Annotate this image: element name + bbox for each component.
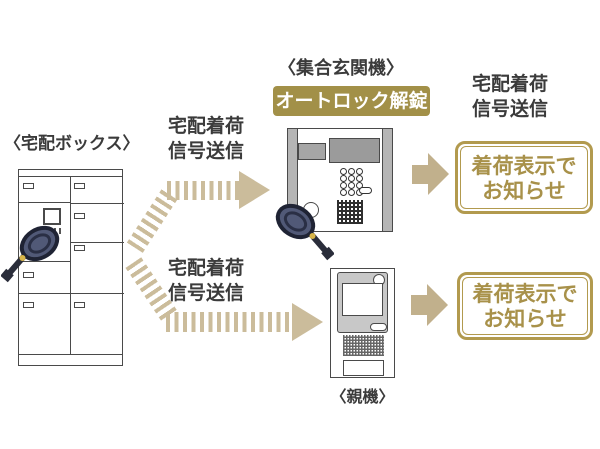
door-handle <box>74 302 85 308</box>
cabinet-shelf-line <box>19 261 70 262</box>
striped-arrow-down-horizontal <box>166 312 292 332</box>
parent-button <box>370 323 387 331</box>
delivery-box-label: 〈宅配ボックス〉 <box>4 134 140 154</box>
signal-line1: 宅配着荷 <box>167 257 244 279</box>
solid-arrow-stem <box>412 165 428 184</box>
signal-label-to-parent: 宅配着荷 信号送信 <box>158 256 254 306</box>
entrance-unit-illustration <box>275 128 393 261</box>
striped-arrow-up-horizontal <box>167 181 239 200</box>
parent-handset-area <box>343 360 384 376</box>
striped-arrow-down-head <box>292 303 323 341</box>
notice-box-parent: 着荷表示で お知らせ <box>457 272 593 340</box>
cabinet-divider <box>70 177 72 354</box>
notice-line2: お知らせ <box>482 177 566 203</box>
entrance-nameplate <box>298 143 326 160</box>
door-handle <box>23 272 34 278</box>
cabinet-shelf-line <box>70 203 124 204</box>
parent-unit-illustration <box>330 268 395 378</box>
solid-arrow-stem <box>411 295 427 315</box>
door-handle <box>74 245 85 251</box>
cabinet-top-band <box>19 176 122 177</box>
notice-box-inner: 着荷表示で お知らせ <box>460 146 588 209</box>
notice-line2: お知らせ <box>483 306 567 331</box>
signal-label-to-entrance: 宅配着荷 信号送信 <box>158 114 254 164</box>
notice-line1: 着荷表示で <box>471 152 577 178</box>
parent-unit-label: 〈親機〉 <box>330 387 395 406</box>
entrance-keypad-oval <box>359 187 372 194</box>
notice-box-inner: 着荷表示で お知らせ <box>462 277 588 335</box>
autolock-badge: オートロック解錠 <box>273 86 430 116</box>
notice-line1: 着荷表示で <box>472 281 578 306</box>
door-handle <box>23 183 34 189</box>
signal-line2: 信号送信 <box>167 282 244 304</box>
cabinet-bottom-band <box>19 354 122 355</box>
signal-line2: 信号送信 <box>167 140 244 162</box>
key-icon <box>1 225 60 283</box>
cabinet-shelf-line <box>70 293 124 294</box>
cabinet-shelf-line <box>19 202 70 203</box>
entrance-unit-label: 〈集合玄関機〉 <box>278 58 404 79</box>
entrance-speaker-grille <box>337 200 363 224</box>
cabinet-shelf-line <box>70 242 124 243</box>
delivery-box-illustration <box>1 169 124 366</box>
keyhole <box>43 208 61 225</box>
cabinet-shelf-line <box>19 293 70 294</box>
door-handle <box>74 183 85 189</box>
entrance-pillar <box>288 129 298 231</box>
signal-line2: 信号送信 <box>471 98 548 120</box>
signal-line1: 宅配着荷 <box>167 115 244 137</box>
signal-label-to-resident: 宅配着荷 信号送信 <box>462 72 558 122</box>
door-handle <box>23 302 34 308</box>
parent-screen <box>342 283 383 316</box>
key-icon <box>275 203 334 261</box>
parent-speaker-grille <box>343 335 384 356</box>
striped-arrow-up-head <box>239 171 270 209</box>
door-handle <box>74 213 85 219</box>
signal-line1: 宅配着荷 <box>471 73 548 95</box>
entrance-display <box>329 138 380 163</box>
notice-box-entrance: 着荷表示で お知らせ <box>455 141 593 214</box>
solid-arrow-head <box>428 153 449 195</box>
entrance-pillar <box>382 129 392 231</box>
solid-arrow-head <box>427 284 448 326</box>
